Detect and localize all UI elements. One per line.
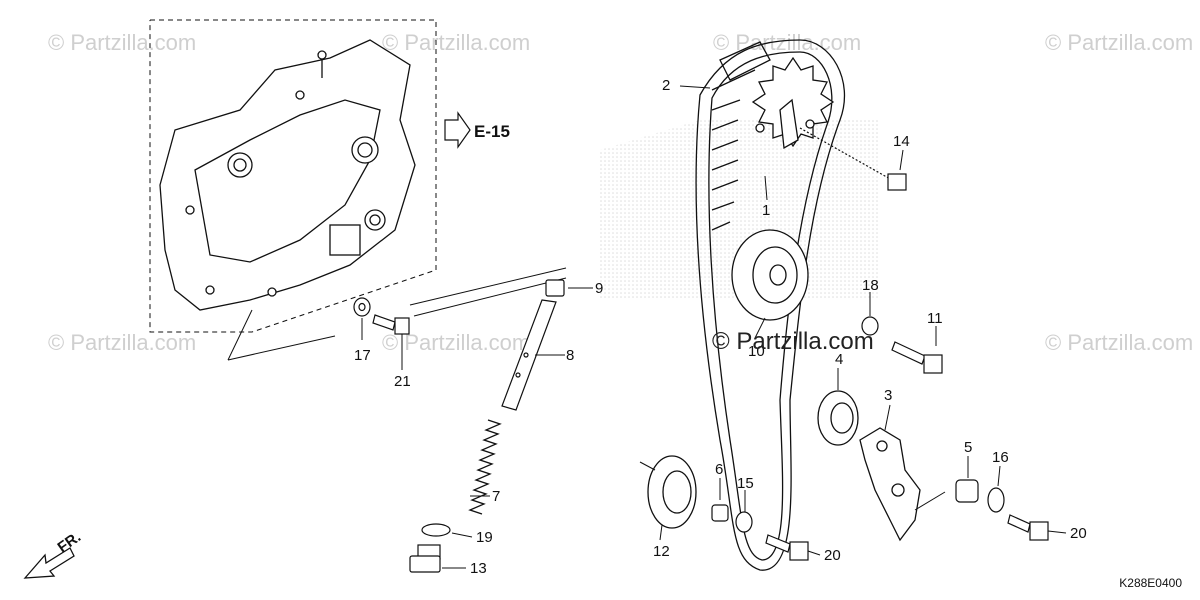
watermark: © Partzilla.com [713, 30, 862, 55]
part-2-cam-chain [695, 39, 846, 571]
part-8-tensioner-rod [501, 299, 557, 411]
callout-21: 21 [394, 373, 411, 390]
leader-line [227, 309, 253, 361]
watermark: © Partzilla.com [48, 330, 197, 355]
callout-14: 14 [893, 133, 910, 150]
callout-4: 4 [835, 351, 843, 368]
callout-7: 7 [492, 488, 500, 505]
callout-3: 3 [884, 387, 892, 404]
leader-line [227, 335, 336, 361]
part-10-roller [731, 229, 809, 321]
reference-arrow [444, 111, 471, 149]
callout-18: 18 [862, 277, 879, 294]
brand-logo-backdrop [600, 120, 880, 300]
part-14-bolt [799, 127, 907, 191]
callout-17: 17 [354, 347, 371, 364]
watermark: © Partzilla.com [1045, 30, 1194, 55]
callout-12: 12 [653, 543, 670, 560]
crankcase-enclosure [149, 19, 437, 333]
callout-8: 8 [566, 347, 574, 364]
part-7-spring [468, 419, 502, 515]
callout-5: 5 [964, 439, 972, 456]
callouts: 1 2 3 4 5 6 7 8 9 10 11 12 13 14 15 16 1… [354, 77, 1087, 577]
crankcase-half [159, 39, 416, 311]
leader-line [413, 277, 567, 317]
callout-1: 1 [762, 202, 770, 219]
part-18-washer [861, 316, 879, 336]
part-20-bolt [1007, 514, 1049, 541]
callout-16: 16 [992, 449, 1009, 466]
watermark: © Partzilla.com [48, 30, 197, 55]
watermark: © Partzilla.com [382, 30, 531, 55]
part-21-bolt [372, 314, 410, 335]
callout-6: 6 [715, 461, 723, 478]
part-17-washer [353, 297, 371, 317]
callout-15: 15 [737, 475, 754, 492]
callout-20: 20 [824, 547, 841, 564]
callout-13: 13 [470, 560, 487, 577]
part-4-roller [817, 390, 859, 446]
part-12-roller [647, 455, 697, 529]
part-13-plug-bolt [409, 544, 441, 573]
diagram-code: K288E0400 [1119, 576, 1182, 590]
callout-leaders [361, 85, 1067, 569]
callout-20: 20 [1070, 525, 1087, 542]
watermark: © Partzilla.com [1045, 330, 1194, 355]
reference-label: E-15 [474, 122, 510, 141]
part-16-washer [987, 487, 1005, 513]
part-5-collar [955, 479, 979, 503]
leader-line [409, 267, 567, 306]
callout-9: 9 [595, 280, 603, 297]
part-15-washer [735, 511, 753, 533]
part-11-bolt [891, 341, 943, 374]
part-19-washer [421, 523, 451, 537]
front-arrow [23, 547, 75, 579]
front-label: FR. [55, 528, 85, 556]
watermark-center: © Partzilla.com [712, 328, 874, 355]
part-20-bolt [765, 534, 809, 561]
part-3-tensioner-arm [859, 427, 921, 542]
callout-11: 11 [927, 310, 943, 327]
part-1-cam-sprocket [751, 56, 835, 150]
callout-10: 10 [748, 343, 765, 360]
callout-2: 2 [662, 77, 670, 94]
part-6-collar [711, 504, 729, 522]
part-9-cap [545, 279, 565, 297]
callout-19: 19 [476, 529, 493, 546]
